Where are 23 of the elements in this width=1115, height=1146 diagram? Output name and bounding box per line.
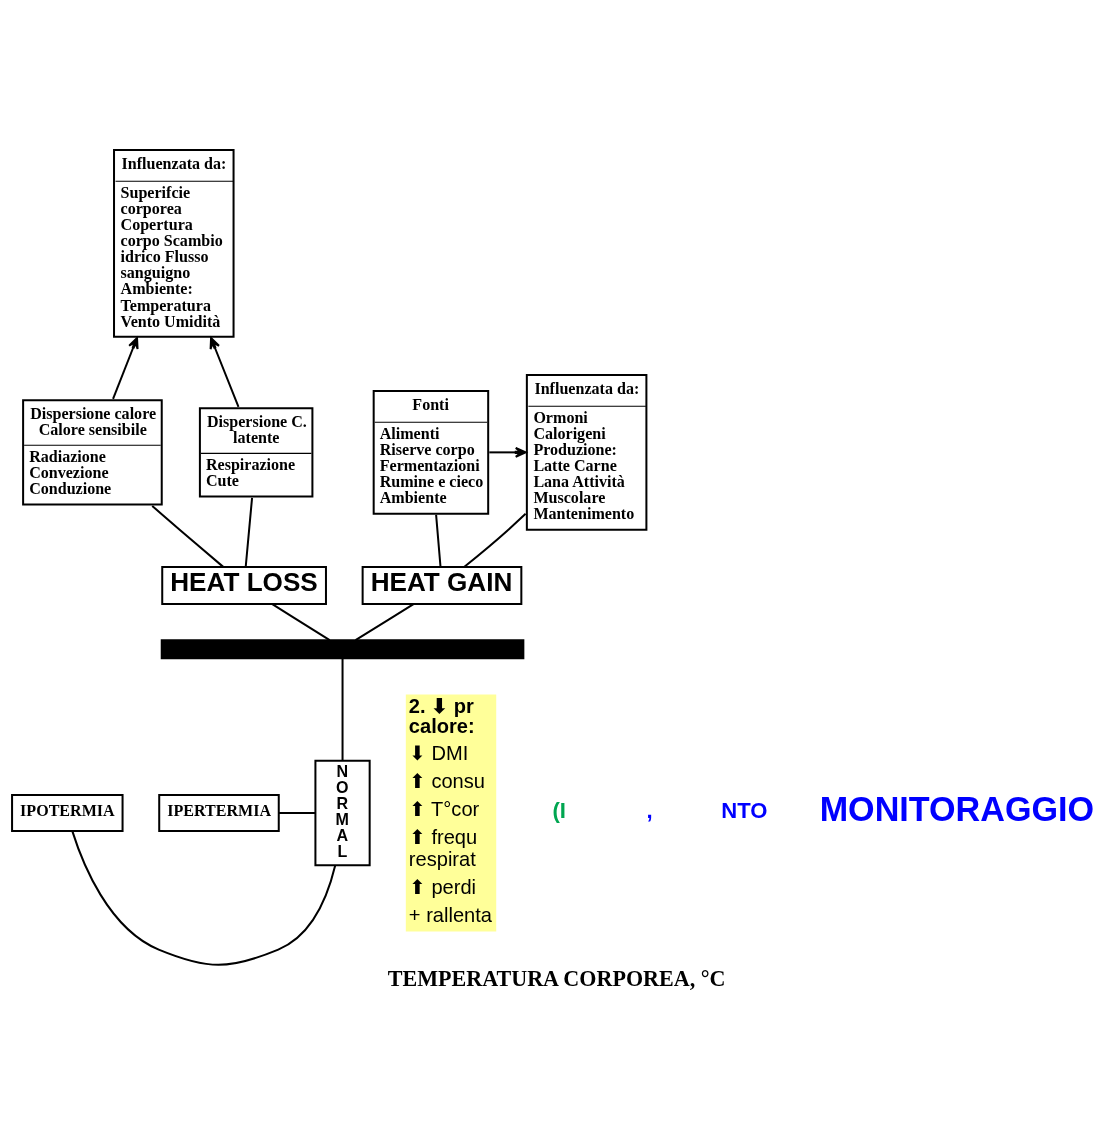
- node-box: IPOTERMIA: [11, 793, 124, 833]
- arrow: [112, 336, 139, 400]
- node-box: IPERTERMIA: [158, 793, 280, 833]
- connector: [355, 603, 414, 642]
- node-box: HEAT LOSS: [161, 565, 327, 606]
- connector: [435, 514, 442, 567]
- node-box: NORMAL: [314, 759, 371, 867]
- label: NTO: [721, 797, 768, 823]
- label: MONITORAGGIO: [819, 789, 1095, 828]
- label: (I: [552, 797, 566, 823]
- label: ,: [646, 797, 653, 823]
- arrow: [209, 337, 240, 408]
- node-box: HEAT GAIN: [361, 565, 523, 606]
- connector: [151, 505, 224, 568]
- connector: [244, 497, 254, 567]
- connector: [341, 658, 344, 761]
- arrow: [489, 446, 527, 458]
- connector: [271, 603, 331, 642]
- connector: [71, 830, 337, 966]
- node-bar: [160, 639, 525, 660]
- connector: [463, 513, 527, 568]
- connector: [278, 811, 316, 814]
- caption: TEMPERATURA CORPOREA, °C: [387, 965, 726, 991]
